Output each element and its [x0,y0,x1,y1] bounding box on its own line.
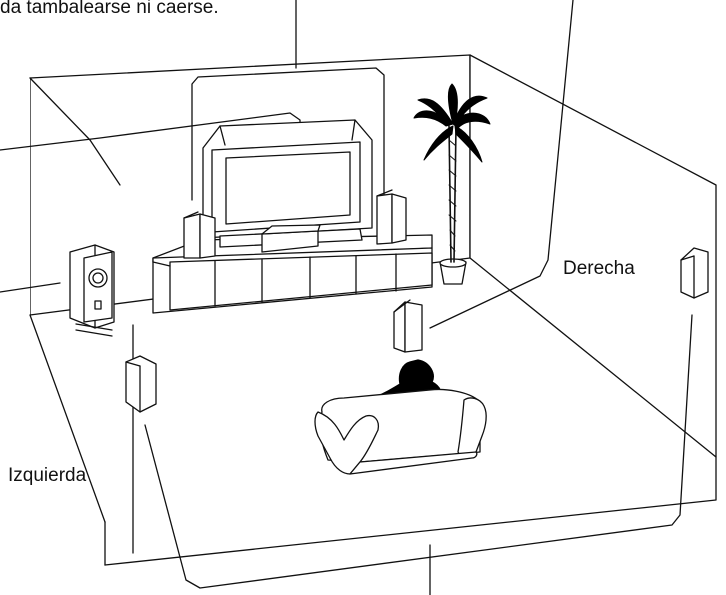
plant [413,83,491,285]
center-speaker-top [261,224,321,235]
left-wall [0,78,105,565]
right-surround-top [680,255,695,261]
subwoofer [69,244,115,337]
label-left: Izquierda [8,465,87,486]
front-right-speaker-side [391,193,407,244]
left-surround-top [125,361,141,367]
tv-top-edge-2 [351,119,356,141]
center-speaker [261,224,321,253]
sofa-left-arm [314,411,380,475]
sofa-right-arm [457,397,487,459]
palm-fronds [413,83,491,163]
plant-trunk [448,125,457,263]
left-surround-speaker [125,355,157,413]
front-right-speaker [376,189,407,245]
left-wall-edge [29,314,106,523]
left-surround-front [125,355,157,413]
wall-shadow-line [89,139,121,186]
plant-trunk-pattern [448,139,457,252]
television [202,119,373,248]
front-left-speaker-top [183,211,199,219]
front-left-speaker-side [199,213,216,259]
subwoofer-foot-2 [75,329,113,337]
callout-subwoofer [0,282,61,293]
front-left-speaker [183,211,216,259]
sofa [314,388,487,475]
floor-front-edge [104,456,717,566]
subwoofer-driver [88,268,108,288]
plant-pot-rim [439,258,467,268]
subwoofer-driver-inner [92,272,104,284]
ceiling-corner-line [29,77,91,141]
caption-text: da tambalearse ni caerse. [0,0,219,18]
front-left-speaker-front [183,213,201,259]
right-wall [469,54,717,458]
tv-screen [225,151,351,225]
label-right: Derecha [563,258,635,279]
front-right-speaker-top [376,189,393,197]
rear-speaker-top [393,299,411,313]
callout-left-surround [144,314,693,589]
rear-speaker [393,299,423,353]
subwoofer-foot [75,323,113,331]
callout-back-speaker [429,0,574,329]
tv-stand-side [152,261,171,267]
front-right-speaker-front [376,193,393,245]
sofa-seat [349,451,478,475]
tv-top-edge [219,125,226,146]
callout-front-frame [191,67,385,201]
tv-stand-front [169,252,433,311]
rear-speaker-front [393,301,406,353]
subwoofer-port [94,300,102,310]
right-surround-speaker [680,247,709,299]
rear-speaker-side [404,301,423,353]
